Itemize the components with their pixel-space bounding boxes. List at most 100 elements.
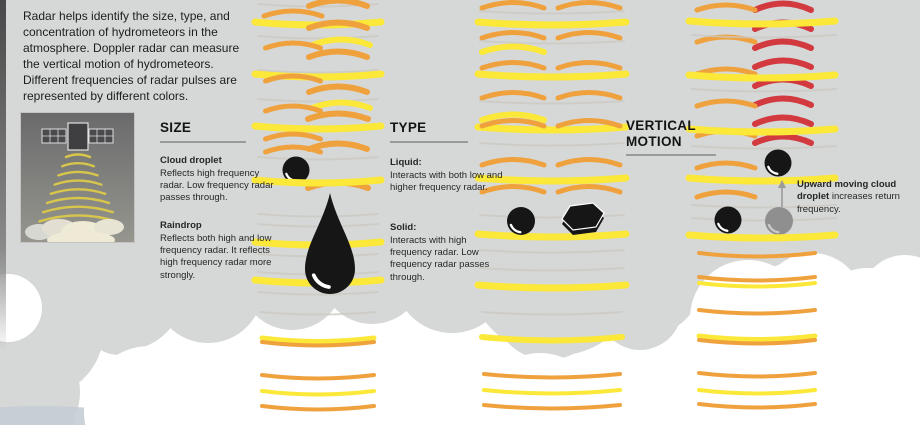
vertical-motion-radar-pulse-arc [691, 217, 837, 222]
type-radar-pulse-arc [479, 118, 547, 129]
satellite-radar-arc [57, 170, 99, 177]
size-radar-pulse-arc [257, 156, 379, 161]
item-desc: Reflects high frequency radar. Low frequ… [160, 168, 274, 204]
size-radar-pulse-arc [260, 373, 376, 381]
size-radar-pulse-arc [306, 140, 370, 152]
type-radar-pulse-arc [479, 111, 547, 123]
size-radar-pulse-arc [251, 70, 385, 81]
vm-upward-droplet-icon [764, 149, 792, 177]
vertical-motion-radar-pulse-arc [694, 189, 758, 200]
intro-text: Radar helps identify the size, type, and… [23, 9, 240, 103]
item-term: Raindrop [160, 220, 202, 231]
size-radar-pulse-arc [263, 73, 323, 84]
liquid-droplet-icon [507, 207, 535, 235]
raindrop-icon [305, 193, 355, 294]
vertical-motion-radar-pulse-arc [694, 2, 758, 13]
vertical-motion-radar-pulse-arc [691, 88, 837, 93]
type-radar-pulse-arc [555, 30, 623, 41]
type-radar-pulse-arc [474, 281, 630, 292]
item-desc: Interacts with high frequency radar. Low… [390, 235, 490, 283]
annotation-bold: Upward moving cloud droplet [797, 179, 897, 203]
type-radar-pulse-arc [555, 90, 623, 101]
vertical-motion-radar-pulse-arc [752, 95, 814, 108]
vertical-motion-radar-pulse-arc [694, 98, 758, 109]
size-radar-pulse-arc [259, 335, 377, 344]
satellite-body [67, 122, 89, 151]
size-radar-pulse-arc [263, 144, 323, 155]
item-desc: Reflects both high and low frequency rad… [160, 233, 272, 281]
vertical-motion-radar-pulse-arc [697, 388, 817, 396]
satellite-radar-arc [49, 188, 107, 195]
vertical-motion-radar-pulse-arc [697, 371, 817, 379]
size-radar-pulse-arc [306, 83, 370, 95]
size-radar-pulse-arc [263, 40, 323, 51]
vertical-motion-radar-pulse-arc [697, 402, 817, 410]
heading-label: SIZE [160, 120, 192, 135]
vertical-motion-radar-pulse-arc [685, 71, 839, 82]
type-radar-pulse-arc [479, 267, 625, 272]
vm-previous-position-droplet-icon [765, 207, 793, 235]
type-radar-pulse-arc [479, 184, 547, 195]
vertical-motion-radar-pulse-arc [694, 160, 758, 171]
left-edge-strip [0, 0, 6, 352]
item-term: Liquid: [390, 157, 422, 168]
vertical-motion-radar-pulse-arc [685, 174, 839, 185]
type-radar-pulse-arc [479, 142, 625, 147]
vertical-motion-radar-pulse-arc [697, 308, 817, 316]
type-radar-pulse-arc [474, 174, 630, 185]
hydrometeor-shapes [282, 149, 793, 294]
heading-underline [390, 140, 468, 143]
vertical-motion-radar-pulse-arc [685, 17, 839, 28]
type-radar-pulse-arc [555, 157, 623, 168]
item-term: Cloud droplet [160, 155, 222, 166]
type-radar-pulse-arc [474, 230, 630, 241]
size-radar-pulse-arc [257, 69, 379, 74]
size-radar-pulse-arc [305, 110, 371, 122]
size-radar-pulse-arc [257, 291, 379, 296]
heading-underline [160, 140, 246, 143]
vertical-motion-radar-pulse-arc [752, 0, 814, 13]
type-radar-pulse-arc [479, 60, 547, 71]
type-radar-pulse-arc [479, 43, 547, 55]
size-radar-pulse-arc [251, 122, 385, 133]
droplet-highlight [767, 223, 780, 234]
type-radar-pulse-arc [555, 184, 623, 195]
size-radar-pulse-arc [309, 99, 373, 111]
droplet-highlight [311, 273, 331, 289]
type-radar-pulse-arc [555, 118, 623, 129]
vertical-motion-radar-pulse-arc [697, 275, 817, 283]
inset-cloud [94, 219, 124, 235]
type-radar-pulse-arc [479, 30, 547, 41]
size-radar-pulse-arc [257, 35, 379, 40]
vertical-motion-radar-pulse-arc [691, 34, 837, 39]
vertical-motion-radar-pulse-arc [685, 125, 839, 136]
vertical-motion-radar-pulse-arc [752, 38, 814, 51]
item-cloud-droplet: Cloud droplet Reflects high frequency ra… [160, 155, 274, 205]
size-radar-pulse-arc [263, 103, 323, 114]
type-radar-pulse-arc [555, 60, 623, 71]
size-radar-pulse-arc [306, 19, 370, 31]
type-radar-pulse-arc [482, 372, 622, 380]
radar-pulses-back [251, 0, 839, 412]
type-radar-pulse-arc [479, 249, 625, 254]
size-radar-pulse-arc [260, 389, 376, 397]
vertical-motion-radar-pulse-arc [752, 114, 814, 127]
satellite-radar-arc [64, 153, 92, 159]
size-radar-pulse-arc [263, 131, 323, 142]
satellite-radar-arc [53, 179, 103, 186]
type-radar-pulse-arc [479, 10, 625, 15]
droplet-highlight [767, 165, 779, 175]
up-arrow-head [778, 180, 786, 188]
heading-underline [626, 154, 716, 157]
section-heading-size: SIZE [160, 120, 248, 143]
size-radar-pulse-arc [260, 340, 376, 348]
item-desc: Interacts with both low and higher frequ… [390, 170, 503, 194]
section-heading-type: TYPE [390, 120, 470, 143]
type-radar-pulse-arc [555, 0, 623, 11]
type-radar-pulse-arc [474, 18, 630, 29]
type-radar-pulse-arc [479, 90, 547, 101]
type-radar-pulse-arc [474, 123, 630, 134]
type-radar-pulse-arc [474, 70, 630, 81]
